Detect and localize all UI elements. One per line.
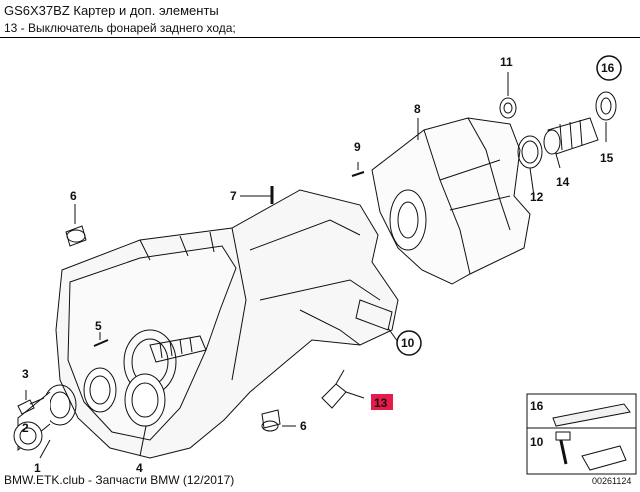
callout-5: 5: [95, 319, 102, 333]
callout-10: 10: [401, 336, 415, 350]
callout-1: 1: [34, 461, 41, 475]
callout-15: 15: [600, 151, 614, 165]
callout-2: 2: [22, 421, 29, 435]
callout-16: 16: [601, 61, 615, 75]
callout-4: 4: [136, 461, 143, 475]
reverse-light-switch: [321, 383, 347, 409]
callout-8: 8: [414, 102, 421, 116]
figure-number: 00261124: [592, 476, 631, 486]
inset-label-16: 16: [530, 399, 544, 413]
exploded-parts-diagram: 6 7 8 9 11 16 15 14 12 5 3 2 1 4 6 10 13…: [13, 55, 637, 486]
footer-text: BMW.ETK.club - Запчасти BMW (12/2017): [4, 473, 235, 487]
callout-13: 13: [374, 396, 388, 410]
callout-11: 11: [500, 55, 513, 69]
header-divider: [0, 37, 640, 38]
callout-9: 9: [354, 140, 361, 154]
page-title: GS6X37BZ Картер и доп. элементы: [4, 3, 219, 18]
callout-3: 3: [22, 367, 29, 381]
highlight-marker: [371, 394, 393, 410]
callout-6-bottom: 6: [300, 419, 307, 433]
header: GS6X37BZ Картер и доп. элементы 13 - Вык…: [0, 0, 640, 38]
callout-6-top: 6: [70, 189, 77, 203]
callout-7: 7: [230, 189, 237, 203]
callout-12: 12: [530, 190, 544, 204]
callout-14: 14: [556, 175, 570, 189]
inset-label-10: 10: [530, 435, 544, 449]
inset-arrow: [581, 445, 627, 471]
selected-part-subtitle: 13 - Выключатель фонарей заднего хода;: [4, 21, 236, 35]
